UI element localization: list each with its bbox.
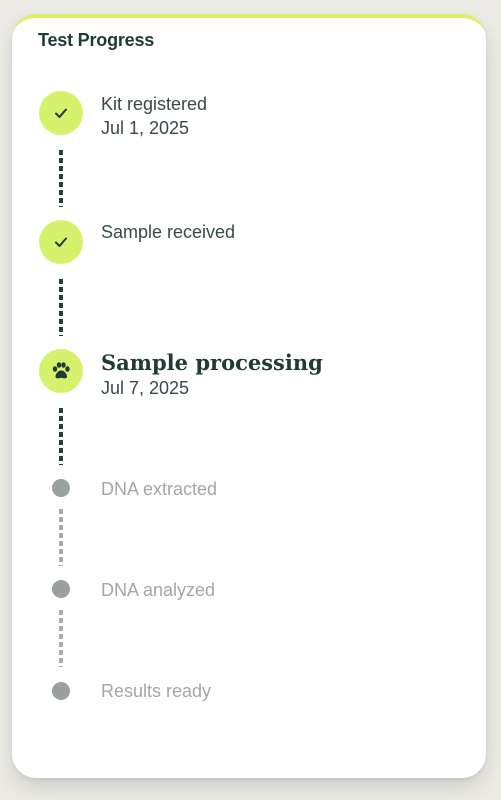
timeline-connector xyxy=(59,408,63,465)
step-label-dna-analyzed: DNA analyzed xyxy=(101,580,216,600)
card-title: Test Progress xyxy=(38,30,155,50)
timeline-connector xyxy=(59,150,63,207)
step-date-sample-processing: Jul 7, 2025 xyxy=(101,378,190,398)
step-pending-indicator xyxy=(52,479,70,497)
step-label-sample-received: Sample received xyxy=(101,222,236,242)
test-progress-card: Test Progress Kit registered Jul 1, 2025… xyxy=(12,14,486,778)
step-current-indicator xyxy=(39,349,83,393)
step-completed-indicator xyxy=(39,220,83,264)
step-label-sample-processing: Sample processing xyxy=(101,350,323,375)
step-label-kit-registered: Kit registered xyxy=(101,94,208,114)
check-icon xyxy=(55,237,67,247)
timeline-connector xyxy=(59,610,63,667)
step-pending-indicator xyxy=(52,682,70,700)
step-label-results-ready: Results ready xyxy=(101,681,212,701)
timeline-connector xyxy=(59,509,63,566)
step-label-dna-extracted: DNA extracted xyxy=(101,479,218,499)
timeline-connector xyxy=(59,279,63,336)
step-pending-indicator xyxy=(52,580,70,598)
check-icon xyxy=(55,108,67,118)
paw-icon xyxy=(52,362,70,379)
step-completed-indicator xyxy=(39,91,83,135)
step-date-kit-registered: Jul 1, 2025 xyxy=(101,118,190,138)
